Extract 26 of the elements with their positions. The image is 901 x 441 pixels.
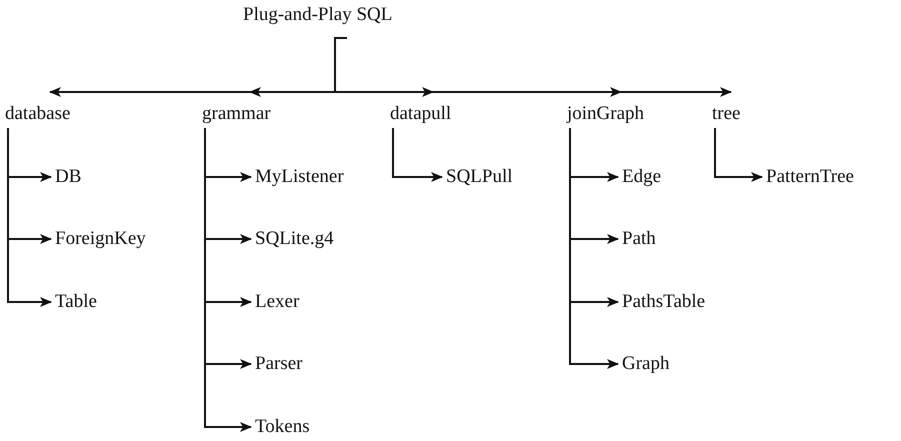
root-label: Plug-and-Play SQL [243,3,392,27]
package-label: SQLPull [446,165,513,189]
package-label: Table [55,290,97,314]
package-label: tree [712,102,740,126]
package-label: joinGraph [567,102,644,126]
arrow [392,128,443,182]
package-label: PatternTree [766,165,854,189]
package-label: SQLite.g4 [255,227,334,251]
package-label: DB [55,165,82,189]
package-label: Edge [622,165,662,189]
arrow [204,128,252,432]
package-label: MyListener [255,165,344,189]
package-label: Lexer [255,290,300,314]
package-label: Path [622,227,656,251]
package-label: ForeignKey [55,227,146,251]
package-label: grammar [202,102,271,126]
package-label: Tokens [255,415,310,439]
package-label: Graph [622,352,670,376]
arrow [569,128,619,369]
arrow [334,37,732,97]
package-label: datapull [390,102,452,126]
package-label: Parser [255,352,302,376]
package-label: database [5,102,70,126]
arrow [714,128,763,182]
package-label: PathsTable [622,290,706,314]
arrow [7,128,52,307]
